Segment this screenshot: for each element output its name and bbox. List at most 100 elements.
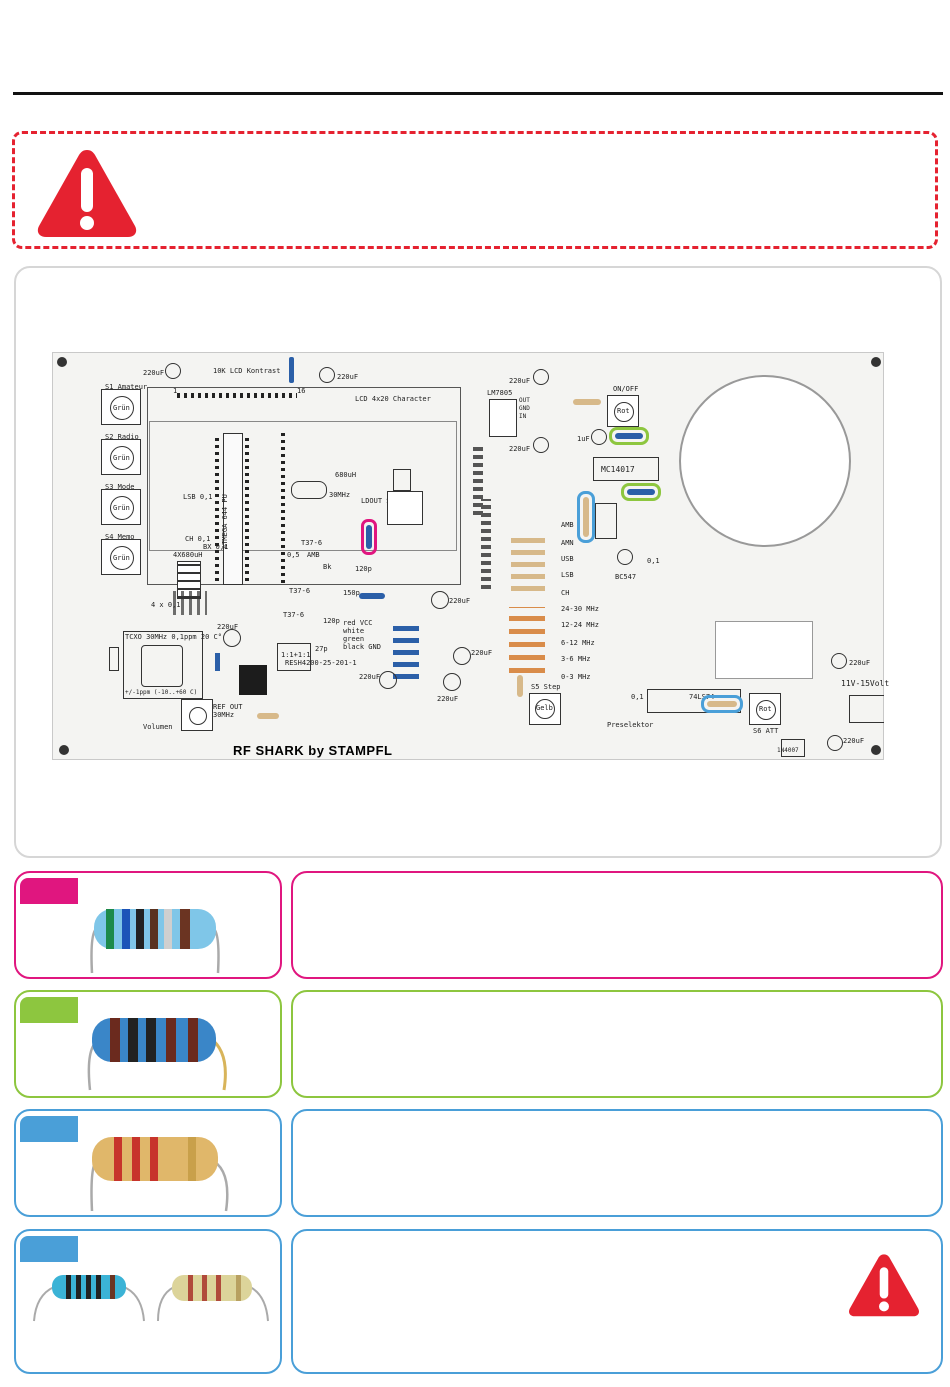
- cap120p-label: 120p: [323, 617, 340, 625]
- regulator-pins: OUT GND IN: [519, 397, 530, 420]
- presel-ic-label: 74LS74: [689, 693, 715, 701]
- mode-resistors: [511, 531, 545, 591]
- mixer-label: RESH4200-25-201-1: [285, 659, 357, 667]
- band-resistors: [509, 607, 545, 673]
- color-tag: [20, 1236, 78, 1262]
- lcd-label: LCD 4x20 Character: [355, 395, 431, 403]
- resistor: [257, 713, 279, 719]
- band-label: 12-24 MHz: [561, 621, 599, 629]
- tcxo-label: TCXO 30MHz 0,1ppm 20 C°: [125, 633, 222, 641]
- description-card-magenta: [291, 871, 943, 979]
- button-s1: Grün: [101, 389, 141, 425]
- resistor-highlighted: [615, 433, 643, 439]
- resistor: [573, 399, 601, 405]
- crystal: [291, 481, 327, 499]
- supply-label: 11V-15Volt: [841, 679, 890, 688]
- board-name: RF SHARK by STAMPFL: [233, 743, 393, 758]
- cap-label: 220uF: [143, 369, 165, 377]
- mode-label: USB: [561, 555, 574, 563]
- mount-hole: [871, 357, 881, 367]
- window-cutout: [715, 621, 813, 679]
- cap-label: 220uF: [509, 377, 531, 385]
- description-card-blue: [291, 1109, 943, 1217]
- toroid-label: T37-6: [283, 611, 305, 619]
- cap-label: 220uF: [437, 695, 459, 703]
- onoff-label: ON/OFF: [613, 385, 639, 393]
- power-jack: [849, 695, 884, 723]
- resistor: [359, 593, 385, 599]
- inductor-label: 680uH: [335, 471, 357, 479]
- warning-box: [12, 131, 938, 249]
- resistor-photo: [90, 909, 220, 974]
- ldout-label: LDOUT SMB: [361, 497, 399, 505]
- button-s4-label: S4 Memo: [105, 533, 135, 541]
- cap-label: 220uF: [359, 673, 381, 681]
- mcu-label: ATMEGA 644 PU: [221, 494, 229, 549]
- warning-icon: [37, 150, 137, 237]
- counter-ic: [593, 457, 659, 481]
- highlight-blue: [701, 695, 743, 713]
- lsb-label: LSB 0,1: [183, 493, 213, 501]
- band-label: 0-3 MHz: [561, 673, 591, 681]
- capacitor: [443, 673, 461, 691]
- counter-ic-label: MC14017: [601, 465, 635, 474]
- regulator: [489, 399, 517, 437]
- color-tag: [20, 1116, 78, 1142]
- lcd-pin1-label: 1: [173, 387, 178, 395]
- coil-bank-label: 4X680uH: [173, 551, 203, 559]
- resistor-card-green: [14, 990, 282, 1098]
- band-label: 6-12 MHz: [561, 639, 595, 647]
- resistor-photo: [157, 1275, 269, 1322]
- cap-label: 220uF: [217, 623, 239, 631]
- capacitor: [533, 369, 549, 385]
- button-s1-label: S1 Amateur: [105, 383, 148, 391]
- capacitor: [533, 437, 549, 453]
- lcd-outline: [147, 387, 461, 585]
- speaker-cutout: [679, 375, 851, 547]
- capacitor: [379, 671, 397, 689]
- cap-label: 220uF: [509, 445, 531, 453]
- description-card-blue-pair: [291, 1229, 943, 1374]
- cap-label: 220uF: [337, 373, 359, 381]
- amb-label: AMB: [307, 551, 320, 559]
- mode-label: LSB: [561, 571, 574, 579]
- cap-label: 220uF: [471, 649, 493, 657]
- capacitor: [591, 429, 607, 445]
- cap05-label: 0,5: [287, 551, 300, 559]
- capacitor: [319, 367, 335, 383]
- mode-label: CH: [561, 589, 570, 597]
- resistor-highlighted: [627, 489, 655, 495]
- resistor-card-magenta: [14, 871, 282, 979]
- bk-label: Bk: [323, 563, 332, 571]
- cap-label: 220uF: [849, 659, 871, 667]
- refout-label: REF OUT 30MHz: [213, 703, 243, 719]
- resistor-highlighted: [366, 525, 372, 549]
- resistor-card-blue: [14, 1109, 282, 1217]
- highlight-magenta: [361, 519, 377, 555]
- jumper: [109, 647, 119, 671]
- mcu-pins-right: [245, 435, 249, 581]
- crystal-label: 30MHz: [329, 491, 351, 499]
- att-switch: Rot: [749, 693, 781, 725]
- trimmer-cap: [393, 469, 411, 491]
- capacitor: [827, 735, 843, 751]
- wire-labels: red VCC white green black GND: [343, 619, 381, 651]
- toroid-label: T37-6: [289, 587, 311, 595]
- capacitor: [223, 629, 241, 647]
- mode-label: AMN: [561, 539, 574, 547]
- header-column: [281, 433, 285, 583]
- button-s2-label: S2 Radio: [105, 433, 139, 441]
- resistor-photo: [33, 1275, 145, 1322]
- capacitor: [165, 363, 181, 379]
- cap27p-label: 27p: [315, 645, 328, 653]
- resistor: [289, 357, 294, 383]
- tcxo: [123, 631, 203, 699]
- mount-hole: [871, 745, 881, 755]
- mount-hole: [59, 745, 69, 755]
- resistor-group: [393, 625, 419, 679]
- resistor-photo: [87, 1018, 227, 1091]
- mcu-chip: [223, 433, 243, 585]
- resistor-photo: [90, 1137, 229, 1212]
- lcd-pin-label: 16: [297, 387, 306, 395]
- tcxo-body: [141, 645, 183, 687]
